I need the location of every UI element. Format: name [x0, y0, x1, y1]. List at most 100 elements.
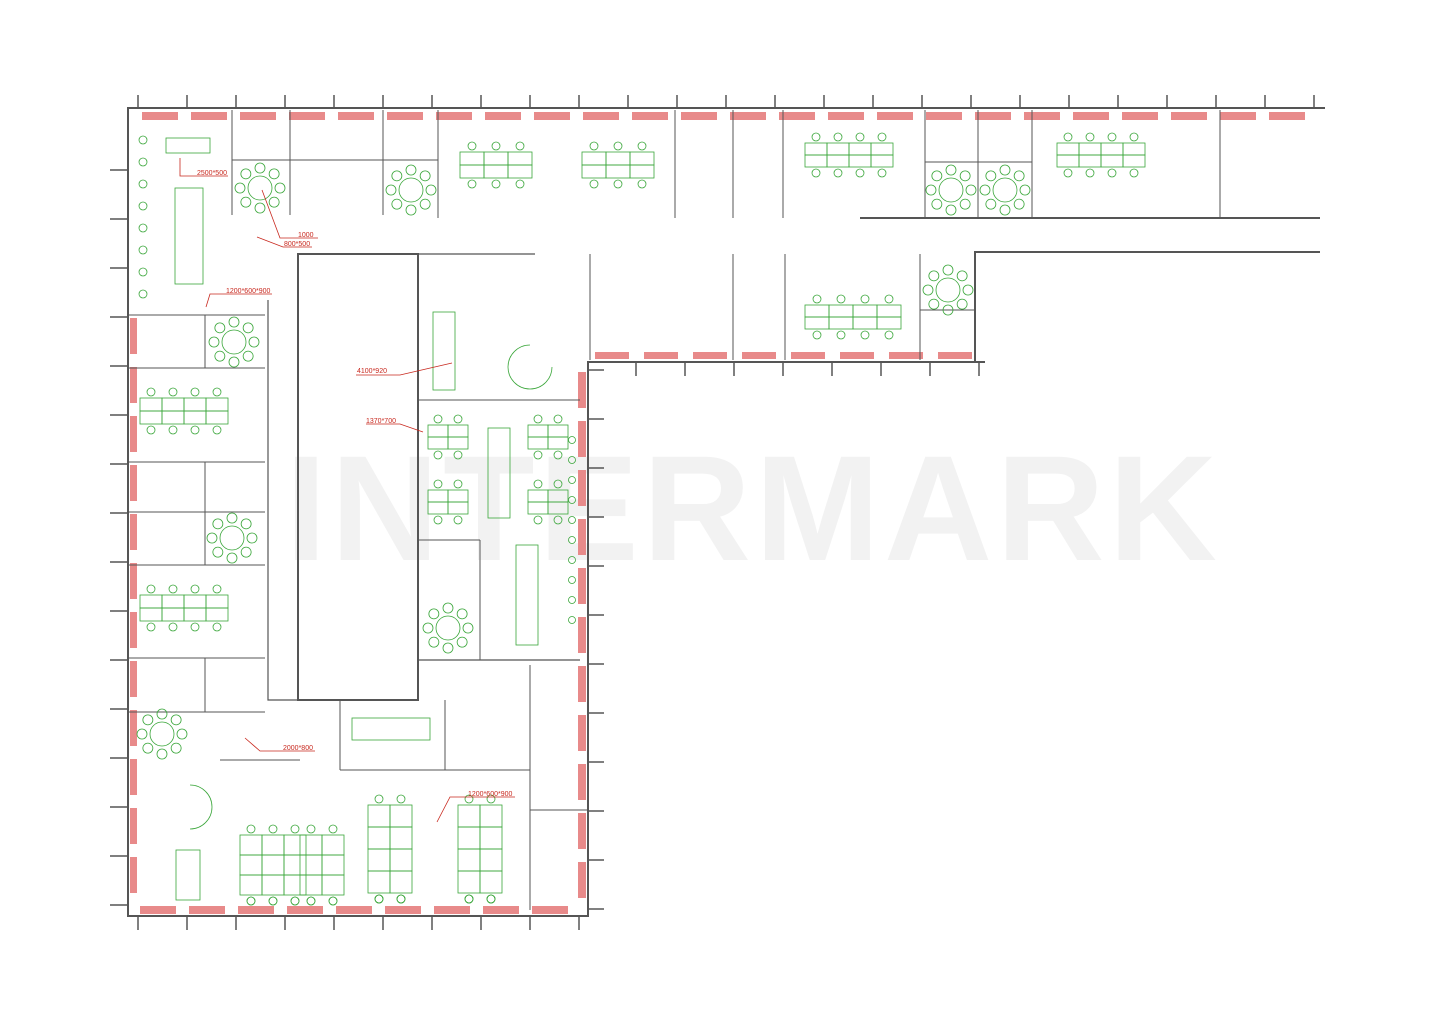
chair [306, 824, 316, 834]
chair [405, 204, 417, 216]
chair [836, 330, 846, 340]
desk-cluster [367, 794, 413, 904]
window [578, 372, 586, 408]
table [992, 177, 1018, 203]
chair [533, 479, 543, 489]
svg-text:1000: 1000 [298, 232, 314, 239]
chair [486, 794, 496, 804]
chair [811, 132, 821, 142]
desk [870, 154, 894, 168]
window [387, 112, 423, 120]
chair [396, 894, 406, 904]
desk [299, 834, 323, 856]
chair [240, 196, 252, 208]
chair [268, 168, 280, 180]
svg-text:1200*600*900: 1200*600*900 [468, 791, 512, 798]
desk [447, 436, 469, 450]
chair [136, 728, 148, 740]
window [189, 906, 225, 914]
window [436, 112, 472, 120]
desk [321, 854, 345, 876]
round-table [922, 264, 974, 316]
window [578, 715, 586, 751]
desk [261, 854, 285, 876]
desk [389, 870, 413, 894]
desk [459, 164, 485, 179]
window [130, 563, 137, 599]
chair [942, 304, 954, 316]
chair [860, 294, 870, 304]
reception-desk [507, 344, 553, 390]
window [130, 710, 137, 746]
desk [367, 804, 391, 828]
window [926, 112, 962, 120]
chair [931, 198, 943, 210]
chair [931, 170, 943, 182]
window [130, 759, 137, 795]
desk [183, 594, 207, 609]
desk [547, 436, 569, 450]
desk [205, 410, 229, 425]
chair [212, 546, 224, 558]
dimension-labels: 2500*500 1000 800*500 1200*600*900 4100*… [179, 158, 515, 823]
chair [168, 387, 178, 397]
desk-cluster [139, 387, 229, 435]
chair [589, 179, 599, 189]
chair [942, 264, 954, 276]
chair [442, 602, 454, 614]
desk-block [174, 187, 204, 285]
window [779, 112, 815, 120]
window [130, 416, 137, 452]
chair [419, 170, 431, 182]
desk [367, 870, 391, 894]
desk-cluster [804, 132, 894, 178]
chair [138, 267, 148, 277]
chair [456, 608, 468, 620]
chair [290, 824, 300, 834]
chair [246, 824, 256, 834]
desk [299, 854, 323, 876]
round-table [206, 512, 258, 564]
round-table [385, 164, 437, 216]
window [130, 465, 137, 501]
window [791, 352, 825, 359]
chair [242, 350, 254, 362]
chair [138, 289, 148, 299]
desk [629, 151, 655, 166]
window [828, 112, 864, 120]
chair [1107, 132, 1117, 142]
chair [1063, 168, 1073, 178]
chair [568, 616, 576, 624]
desk [367, 848, 391, 872]
desk [581, 151, 607, 166]
chair [959, 198, 971, 210]
chair [170, 742, 182, 754]
chair [811, 168, 821, 178]
window [532, 906, 568, 914]
desk [826, 142, 850, 156]
chair [240, 546, 252, 558]
desk [804, 304, 830, 318]
chair [568, 476, 576, 484]
walls [127, 107, 1325, 917]
chair [254, 162, 266, 174]
chair [533, 414, 543, 424]
desk [804, 154, 828, 168]
table [515, 544, 539, 646]
desk [139, 594, 163, 609]
desk [283, 834, 307, 856]
table [487, 427, 511, 519]
chair [860, 330, 870, 340]
table [435, 615, 461, 641]
chair [884, 294, 894, 304]
chair [138, 201, 148, 211]
window [877, 112, 913, 120]
desk [205, 607, 229, 622]
window [578, 421, 586, 457]
desk [161, 607, 185, 622]
chair [467, 179, 477, 189]
chair [208, 336, 220, 348]
chair [956, 270, 968, 282]
desk [581, 164, 607, 179]
